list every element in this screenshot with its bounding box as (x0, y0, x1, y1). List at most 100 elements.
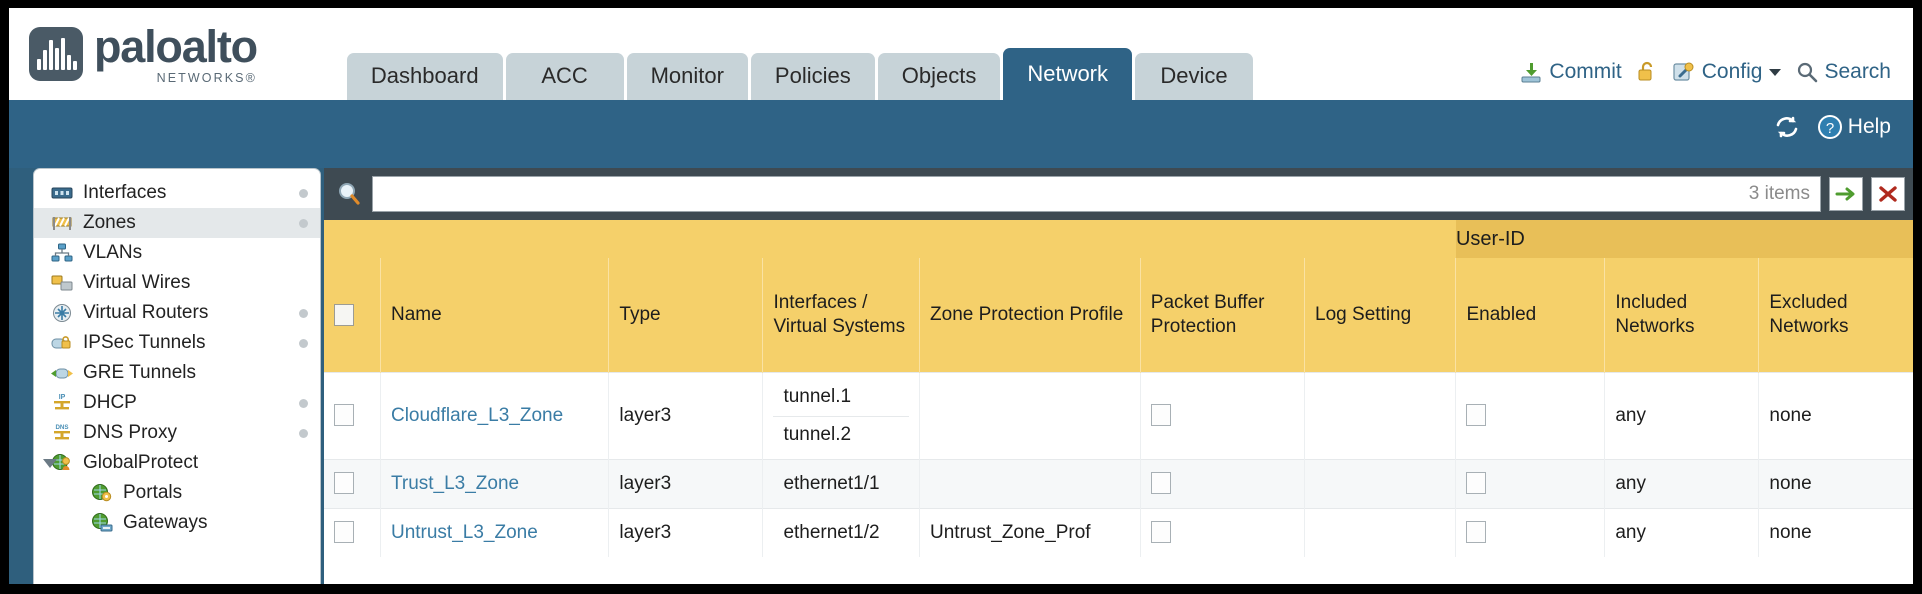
cell-interfaces: ethernet1/2 (762, 507, 920, 557)
expand-collapse-caret-icon[interactable] (43, 458, 57, 468)
header-actions: Commit Config (1519, 60, 1913, 100)
logo-text: paloalto NETWORKS® (94, 24, 258, 85)
zone-name-link[interactable]: Trust_L3_Zone (390, 472, 520, 494)
sidebar-item-interfaces[interactable]: Interfaces (34, 178, 320, 208)
interface-entry: tunnel.1 (783, 385, 852, 407)
cell-userid-enabled (1455, 507, 1605, 557)
zone-name-link[interactable]: Untrust_L3_Zone (390, 521, 538, 543)
table-row[interactable]: Cloudflare_L3_Zone layer3 tunnel.1 tunne… (324, 371, 1913, 459)
status-dot (299, 188, 308, 198)
portals-icon (90, 482, 114, 504)
apply-filter-button[interactable] (1829, 177, 1863, 211)
sidebar-item-vlans[interactable]: VLANs (34, 238, 320, 268)
refresh-icon[interactable] (1773, 114, 1801, 140)
sidebar-item-label: Portals (123, 482, 183, 503)
sidebar-item-virtual-routers[interactable]: Virtual Routers (34, 298, 320, 328)
packet-buffer-protection-checkbox[interactable] (1150, 521, 1171, 544)
cell-interfaces: ethernet1/1 (762, 458, 920, 508)
cell-packet-buffer-protection (1139, 507, 1305, 557)
page-body: Interfaces Zones (9, 168, 1913, 584)
item-count-label: 3 items (1748, 183, 1810, 204)
tab-monitor[interactable]: Monitor (626, 53, 748, 100)
interface-entry: tunnel.2 (773, 415, 910, 454)
sidebar-item-label: Gateways (123, 512, 208, 533)
cell-included-networks: any (1604, 507, 1759, 557)
userid-enabled-checkbox[interactable] (1466, 521, 1487, 544)
select-all-checkbox[interactable] (334, 303, 354, 326)
tab-objects[interactable]: Objects (877, 53, 1001, 100)
status-dot (299, 428, 308, 438)
sidebar-item-label: Virtual Routers (83, 302, 209, 323)
tab-network[interactable]: Network (1003, 48, 1133, 100)
tab-policies[interactable]: Policies (750, 53, 875, 100)
tab-dashboard[interactable]: Dashboard (346, 53, 503, 100)
column-header-interfaces[interactable]: Interfaces / Virtual Systems (762, 258, 920, 372)
sidebar-item-portals[interactable]: Portals (34, 478, 320, 508)
table-body: Cloudflare_L3_Zone layer3 tunnel.1 tunne… (324, 371, 1913, 557)
sidebar-item-virtual-wires[interactable]: Virtual Wires (34, 268, 320, 298)
cell-log-setting (1304, 458, 1456, 508)
column-header-name[interactable]: Name (379, 258, 609, 372)
column-header-included-networks[interactable]: Included Networks (1604, 258, 1759, 372)
row-checkbox[interactable] (334, 404, 354, 427)
dns-proxy-icon: DNS (50, 422, 74, 444)
table-row[interactable]: Untrust_L3_Zone layer3 ethernet1/2 Untru… (324, 507, 1913, 557)
sidebar-item-zones[interactable]: Zones (34, 208, 320, 238)
svg-text:IP: IP (59, 394, 66, 401)
column-header-enabled[interactable]: Enabled (1455, 258, 1605, 372)
sidebar-item-gateways[interactable]: Gateways (34, 508, 320, 538)
clear-filter-button[interactable] (1871, 177, 1905, 211)
row-checkbox[interactable] (334, 472, 354, 495)
tab-device[interactable]: Device (1135, 53, 1254, 100)
column-header-zone-protection-profile[interactable]: Zone Protection Profile (919, 258, 1141, 372)
sidebar-item-gre-tunnels[interactable]: GRE Tunnels (34, 358, 320, 388)
paloalto-logo: paloalto NETWORKS® (9, 24, 258, 101)
filter-input-wrapper[interactable]: 3 items (372, 176, 1821, 212)
status-dot (299, 308, 308, 318)
sidebar-item-dhcp[interactable]: IP DHCP (34, 388, 320, 418)
gateways-icon (90, 512, 114, 534)
chevron-down-icon (1768, 67, 1782, 77)
sidebar-item-dns-proxy[interactable]: DNS DNS Proxy (34, 418, 320, 448)
help-button[interactable]: ? Help (1817, 114, 1891, 140)
row-select-cell (324, 458, 381, 508)
row-select-cell (324, 371, 381, 459)
userid-enabled-checkbox[interactable] (1466, 404, 1487, 427)
table-row[interactable]: Trust_L3_Zone layer3 ethernet1/1 (324, 458, 1913, 508)
cell-name: Untrust_L3_Zone (379, 507, 609, 557)
status-dot (299, 338, 308, 348)
cell-log-setting (1304, 507, 1456, 557)
zones-table-wrapper: User-ID Name Type Interfaces / Virtual S… (324, 220, 1913, 584)
group-header-row: User-ID (324, 220, 1913, 258)
sidebar-item-ipsec-tunnels[interactable]: IPSec Tunnels (34, 328, 320, 358)
sidebar-item-label: Interfaces (83, 182, 167, 203)
interface-entry: ethernet1/1 (783, 472, 880, 494)
tab-acc[interactable]: ACC (505, 53, 624, 100)
config-dropdown[interactable]: Config (1672, 60, 1783, 84)
sidebar-item-label: GlobalProtect (83, 452, 199, 473)
virtual-routers-icon (50, 302, 74, 324)
column-header-type[interactable]: Type (608, 258, 763, 372)
sidebar-item-globalprotect[interactable]: GlobalProtect (34, 448, 320, 478)
packet-buffer-protection-checkbox[interactable] (1150, 404, 1171, 427)
packet-buffer-protection-checkbox[interactable] (1150, 472, 1171, 495)
search-input[interactable] (383, 183, 1741, 205)
sidebar-item-label: DHCP (83, 392, 137, 413)
cell-log-setting (1304, 371, 1456, 459)
cell-zone-protection-profile (919, 371, 1141, 459)
row-checkbox[interactable] (334, 521, 354, 544)
zones-table: User-ID Name Type Interfaces / Virtual S… (324, 220, 1913, 557)
commit-button[interactable]: Commit (1519, 60, 1622, 84)
column-header-excluded-networks[interactable]: Excluded Networks (1758, 258, 1913, 372)
search-button[interactable]: Search (1796, 60, 1891, 84)
zones-content-panel: 3 items (324, 168, 1913, 584)
paloalto-logo-mark-icon (29, 26, 83, 81)
userid-enabled-checkbox[interactable] (1466, 472, 1487, 495)
lock-button[interactable] (1636, 60, 1658, 84)
commit-icon (1519, 60, 1543, 84)
column-header-log-setting[interactable]: Log Setting (1304, 258, 1456, 372)
group-header-userid: User-ID (1455, 220, 1913, 258)
ipsec-tunnels-icon (50, 332, 74, 354)
zone-name-link[interactable]: Cloudflare_L3_Zone (390, 404, 564, 426)
column-header-packet-buffer-protection[interactable]: Packet Buffer Protection (1139, 258, 1305, 372)
